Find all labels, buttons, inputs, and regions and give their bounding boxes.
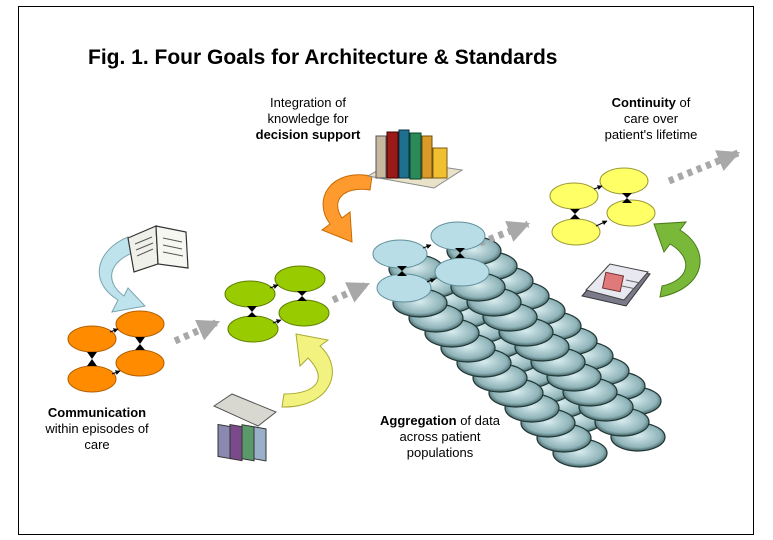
figure-frame: [18, 6, 754, 535]
curved-arrow-communication: [98, 236, 146, 313]
blue-workflow: [372, 221, 490, 303]
curved-arrow-decision-support: [320, 174, 373, 243]
curved-arrow-continuity: [653, 221, 701, 298]
medical-record-icon: [581, 263, 651, 307]
progress-arrow-4: [667, 149, 741, 185]
aggregation-record-stack: [388, 236, 666, 468]
binders-icon: [212, 393, 277, 462]
label-decision-support: Integration of knowledge for decision su…: [255, 95, 361, 142]
open-book-icon: [127, 225, 189, 273]
label-continuity: Continuity of care over patient's lifeti…: [604, 95, 698, 142]
bookshelf-icon: [366, 129, 464, 189]
figure-title: Fig. 1. Four Goals for Architecture & St…: [88, 46, 558, 69]
orange-workflow: [67, 310, 165, 393]
yellow-workflow: [549, 167, 656, 246]
curved-arrow-binders: [281, 333, 333, 408]
progress-arrow-3: [478, 220, 531, 247]
green-workflow: [224, 265, 330, 343]
label-aggregation: Aggregation of data across patient popul…: [380, 413, 500, 460]
progress-arrow-2: [331, 280, 371, 304]
label-communication: Communication within episodes of care: [45, 405, 149, 452]
progress-arrow-1: [173, 318, 221, 345]
